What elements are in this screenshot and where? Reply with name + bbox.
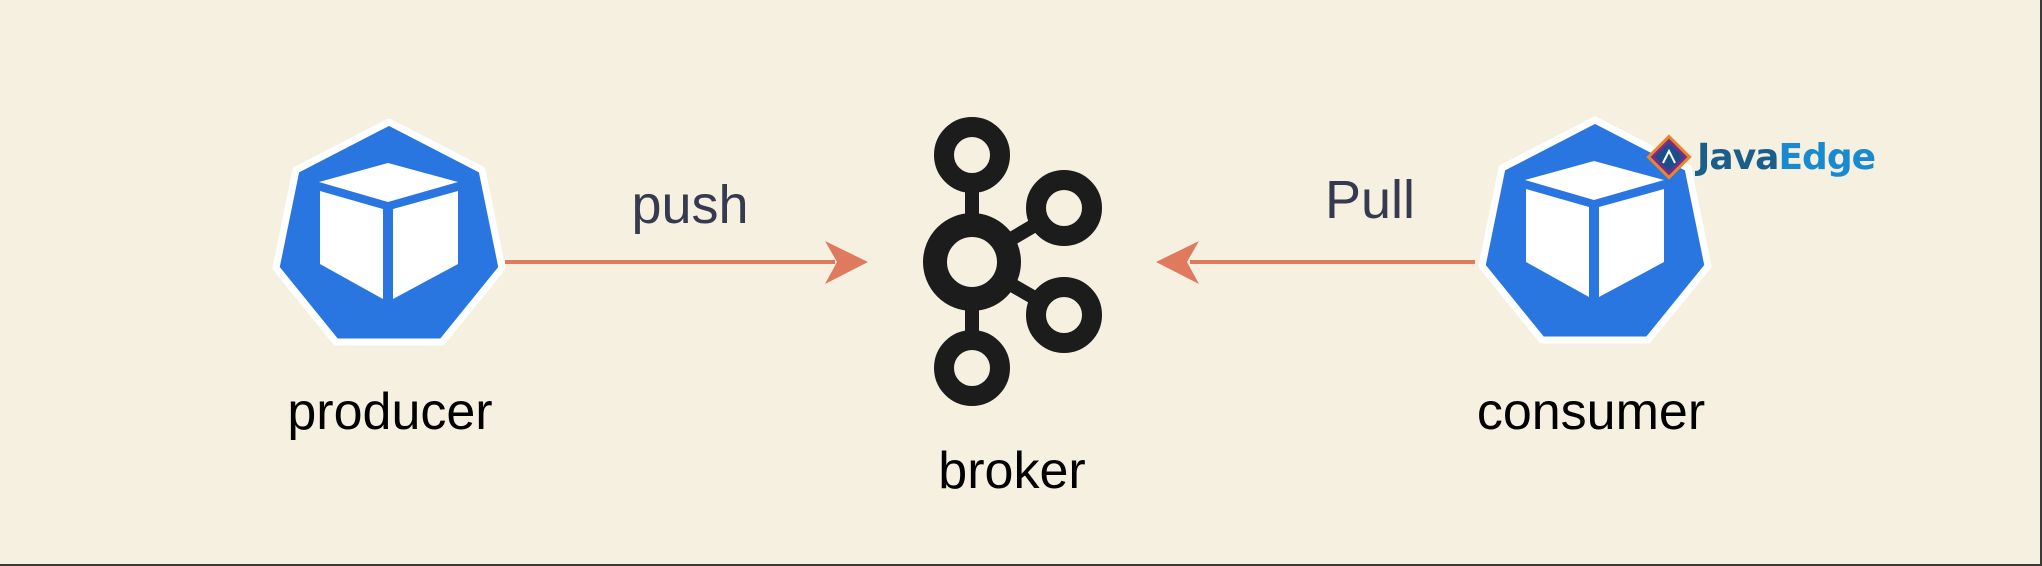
- pull-label: Pull: [1324, 170, 1416, 230]
- producer-pod-icon: [272, 118, 506, 346]
- javaedge-watermark: JavaEdge: [1645, 133, 1876, 181]
- push-arrow: [505, 241, 868, 284]
- producer-label: producer: [287, 383, 493, 441]
- watermark-edge: Edge: [1778, 136, 1876, 178]
- broker-label: broker: [938, 442, 1086, 500]
- pull-arrow: [1156, 241, 1475, 284]
- watermark-java: Java: [1697, 136, 1779, 178]
- kafka-broker-icon: [923, 117, 1102, 406]
- javaedge-logo-icon: [1646, 134, 1692, 180]
- javaedge-wordmark: JavaEdge: [1697, 136, 1876, 178]
- consumer-label: consumer: [1476, 383, 1706, 441]
- consumer-pod-icon: [1478, 116, 1712, 344]
- push-label: push: [631, 175, 749, 235]
